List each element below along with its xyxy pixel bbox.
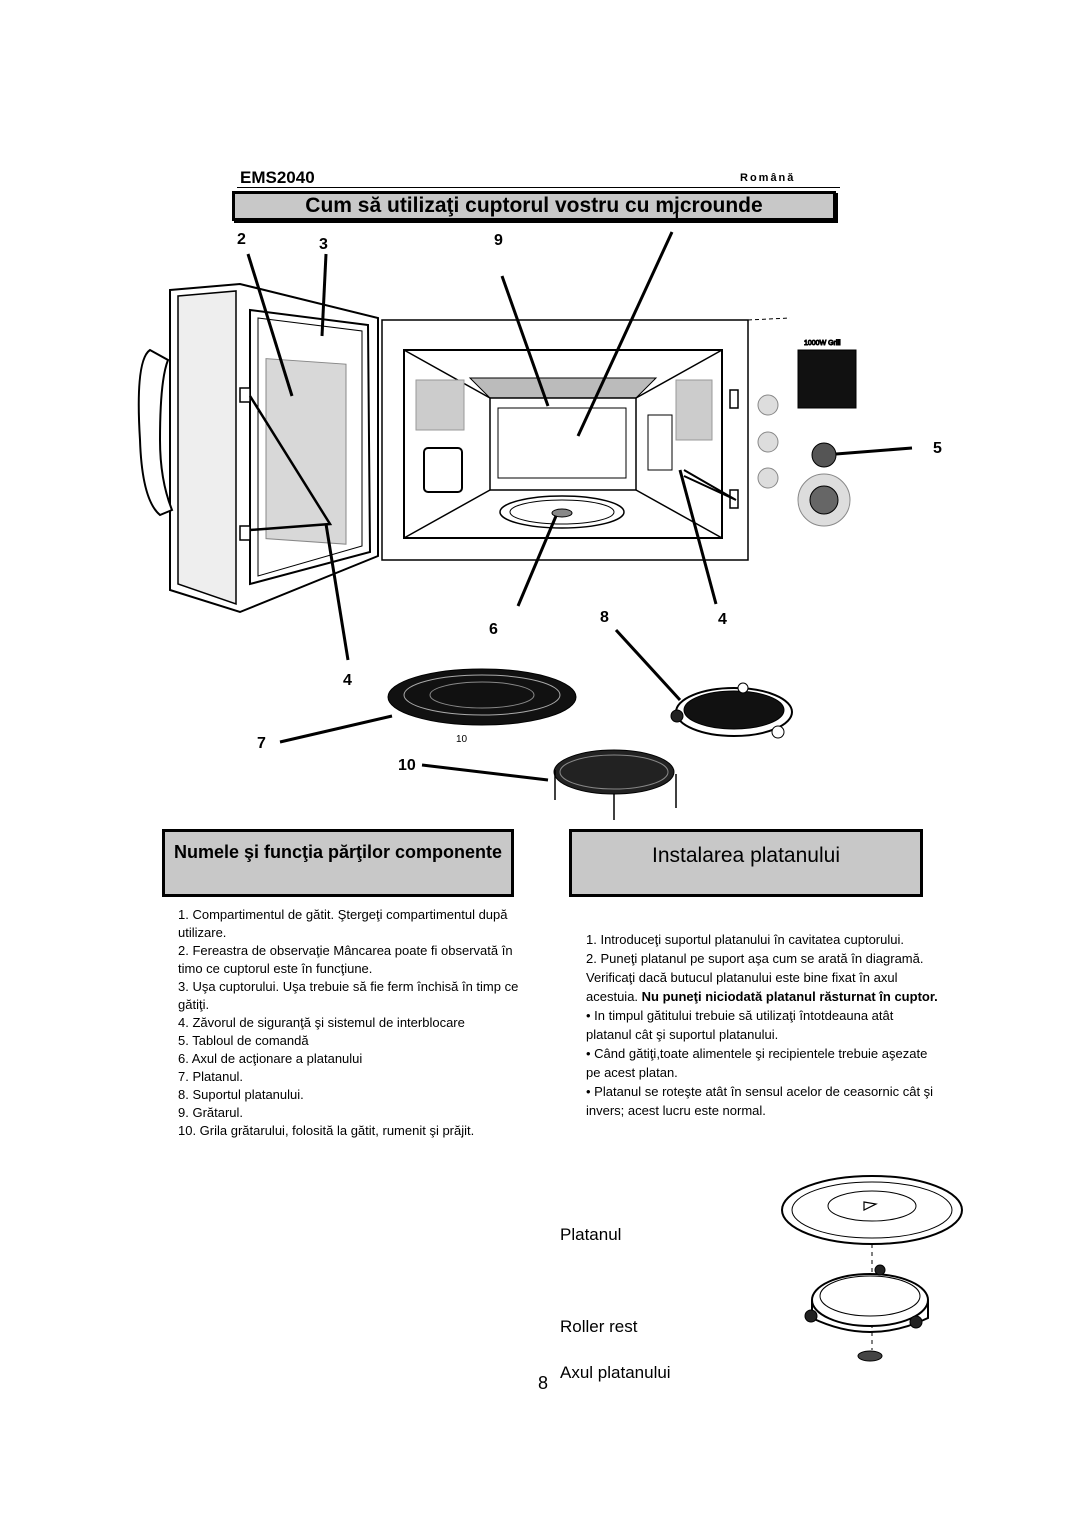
page-title-box: Cum să utilizaţi cuptorul vostru cu micr… bbox=[232, 191, 836, 221]
page-title: Cum să utilizaţi cuptorul vostru cu micr… bbox=[305, 194, 763, 217]
callout-4a: 4 bbox=[718, 611, 727, 628]
install-bullet: • Când gătiţi,toate alimentele şi recipi… bbox=[586, 1046, 928, 1080]
callout-5: 5 bbox=[933, 440, 942, 457]
oven-door bbox=[137, 282, 379, 614]
install-step-2: 2. Puneţi platanul pe suport aşa cum se … bbox=[586, 949, 941, 1006]
callout-lines bbox=[246, 231, 913, 782]
callout-10: 10 bbox=[398, 757, 416, 774]
list-item: 5. Tabloul de comandă bbox=[178, 1033, 309, 1048]
oven-cavity bbox=[381, 317, 791, 561]
callout-8: 8 bbox=[600, 609, 609, 626]
callout-10-small: 10 bbox=[456, 734, 468, 745]
list-item: 10. Grila grătarului, folosită la gătit,… bbox=[178, 1123, 475, 1138]
list-item: 6. Axul de acţionare a platanului bbox=[178, 1051, 363, 1066]
callout-4b: 4 bbox=[343, 672, 352, 689]
list-item: 3. Uşa cuptorului. Uşa trebuie să fie fe… bbox=[178, 979, 519, 1012]
list-item: 8. Suportul platanului. bbox=[178, 1087, 304, 1102]
install-section-title: Instalarea platanului bbox=[652, 844, 840, 867]
list-item: 7. Platanul. bbox=[178, 1069, 244, 1084]
parts-list: 1. Compartimentul de gătit. Ştergeţi com… bbox=[178, 906, 523, 1140]
callout-7: 7 bbox=[257, 735, 266, 752]
install-warning: Nu puneţi niciodată platanul răsturnat î… bbox=[641, 989, 938, 1004]
label-axle: Axul platanului bbox=[560, 1363, 671, 1382]
list-item: 4. Zăvorul de siguranţă şi sistemul de i… bbox=[178, 1015, 465, 1030]
install-bullet: • Platanul se roteşte atât în sensul ace… bbox=[586, 1084, 934, 1118]
list-item: 1. Compartimentul de gătit. Ştergeţi com… bbox=[178, 907, 508, 940]
callout-3: 3 bbox=[319, 236, 328, 253]
install-instructions: 1. Introduceţi suportul platanului în ca… bbox=[586, 930, 941, 1120]
language-label: Română bbox=[740, 172, 796, 184]
install-bullet: • In timpul gătitului trebuie să utiliza… bbox=[586, 1008, 894, 1042]
page-number: 8 bbox=[538, 1373, 549, 1393]
callout-numbers: 1 2 3 9 5 6 8 4 4 7 10 10 bbox=[237, 209, 942, 774]
parts-section-title: Numele şi funcţia părţilor componente bbox=[173, 842, 503, 862]
install-step-2-text: 2. Puneţi platanul pe suport aşa cum se … bbox=[586, 951, 924, 1004]
callout-9: 9 bbox=[494, 232, 503, 249]
label-roller-rest: Roller rest bbox=[560, 1317, 638, 1336]
model-name: EMS2040 bbox=[240, 168, 315, 187]
callout-1: 1 bbox=[672, 209, 681, 226]
control-panel: 1000W Grill bbox=[757, 340, 857, 527]
install-section-header: Instalarea platanului bbox=[569, 829, 923, 897]
roller-rest bbox=[670, 682, 793, 739]
microwave-diagram: 1000W Grill bbox=[137, 209, 942, 820]
panel-label: 1000W Grill bbox=[804, 340, 841, 347]
callout-2: 2 bbox=[237, 231, 246, 248]
parts-section-header: Numele şi funcţia părţilor componente bbox=[162, 829, 514, 897]
list-item: 9. Grătarul. bbox=[178, 1105, 244, 1120]
callout-6: 6 bbox=[489, 621, 498, 638]
list-item: 2. Fereastra de observaţie Mâncarea poat… bbox=[178, 943, 513, 976]
header-rule bbox=[237, 187, 840, 188]
grill-rack bbox=[553, 749, 677, 820]
install-step-1: 1. Introduceţi suportul platanului în ca… bbox=[586, 932, 904, 947]
turntable-platter bbox=[387, 668, 577, 726]
label-platter: Platanul bbox=[560, 1225, 622, 1244]
